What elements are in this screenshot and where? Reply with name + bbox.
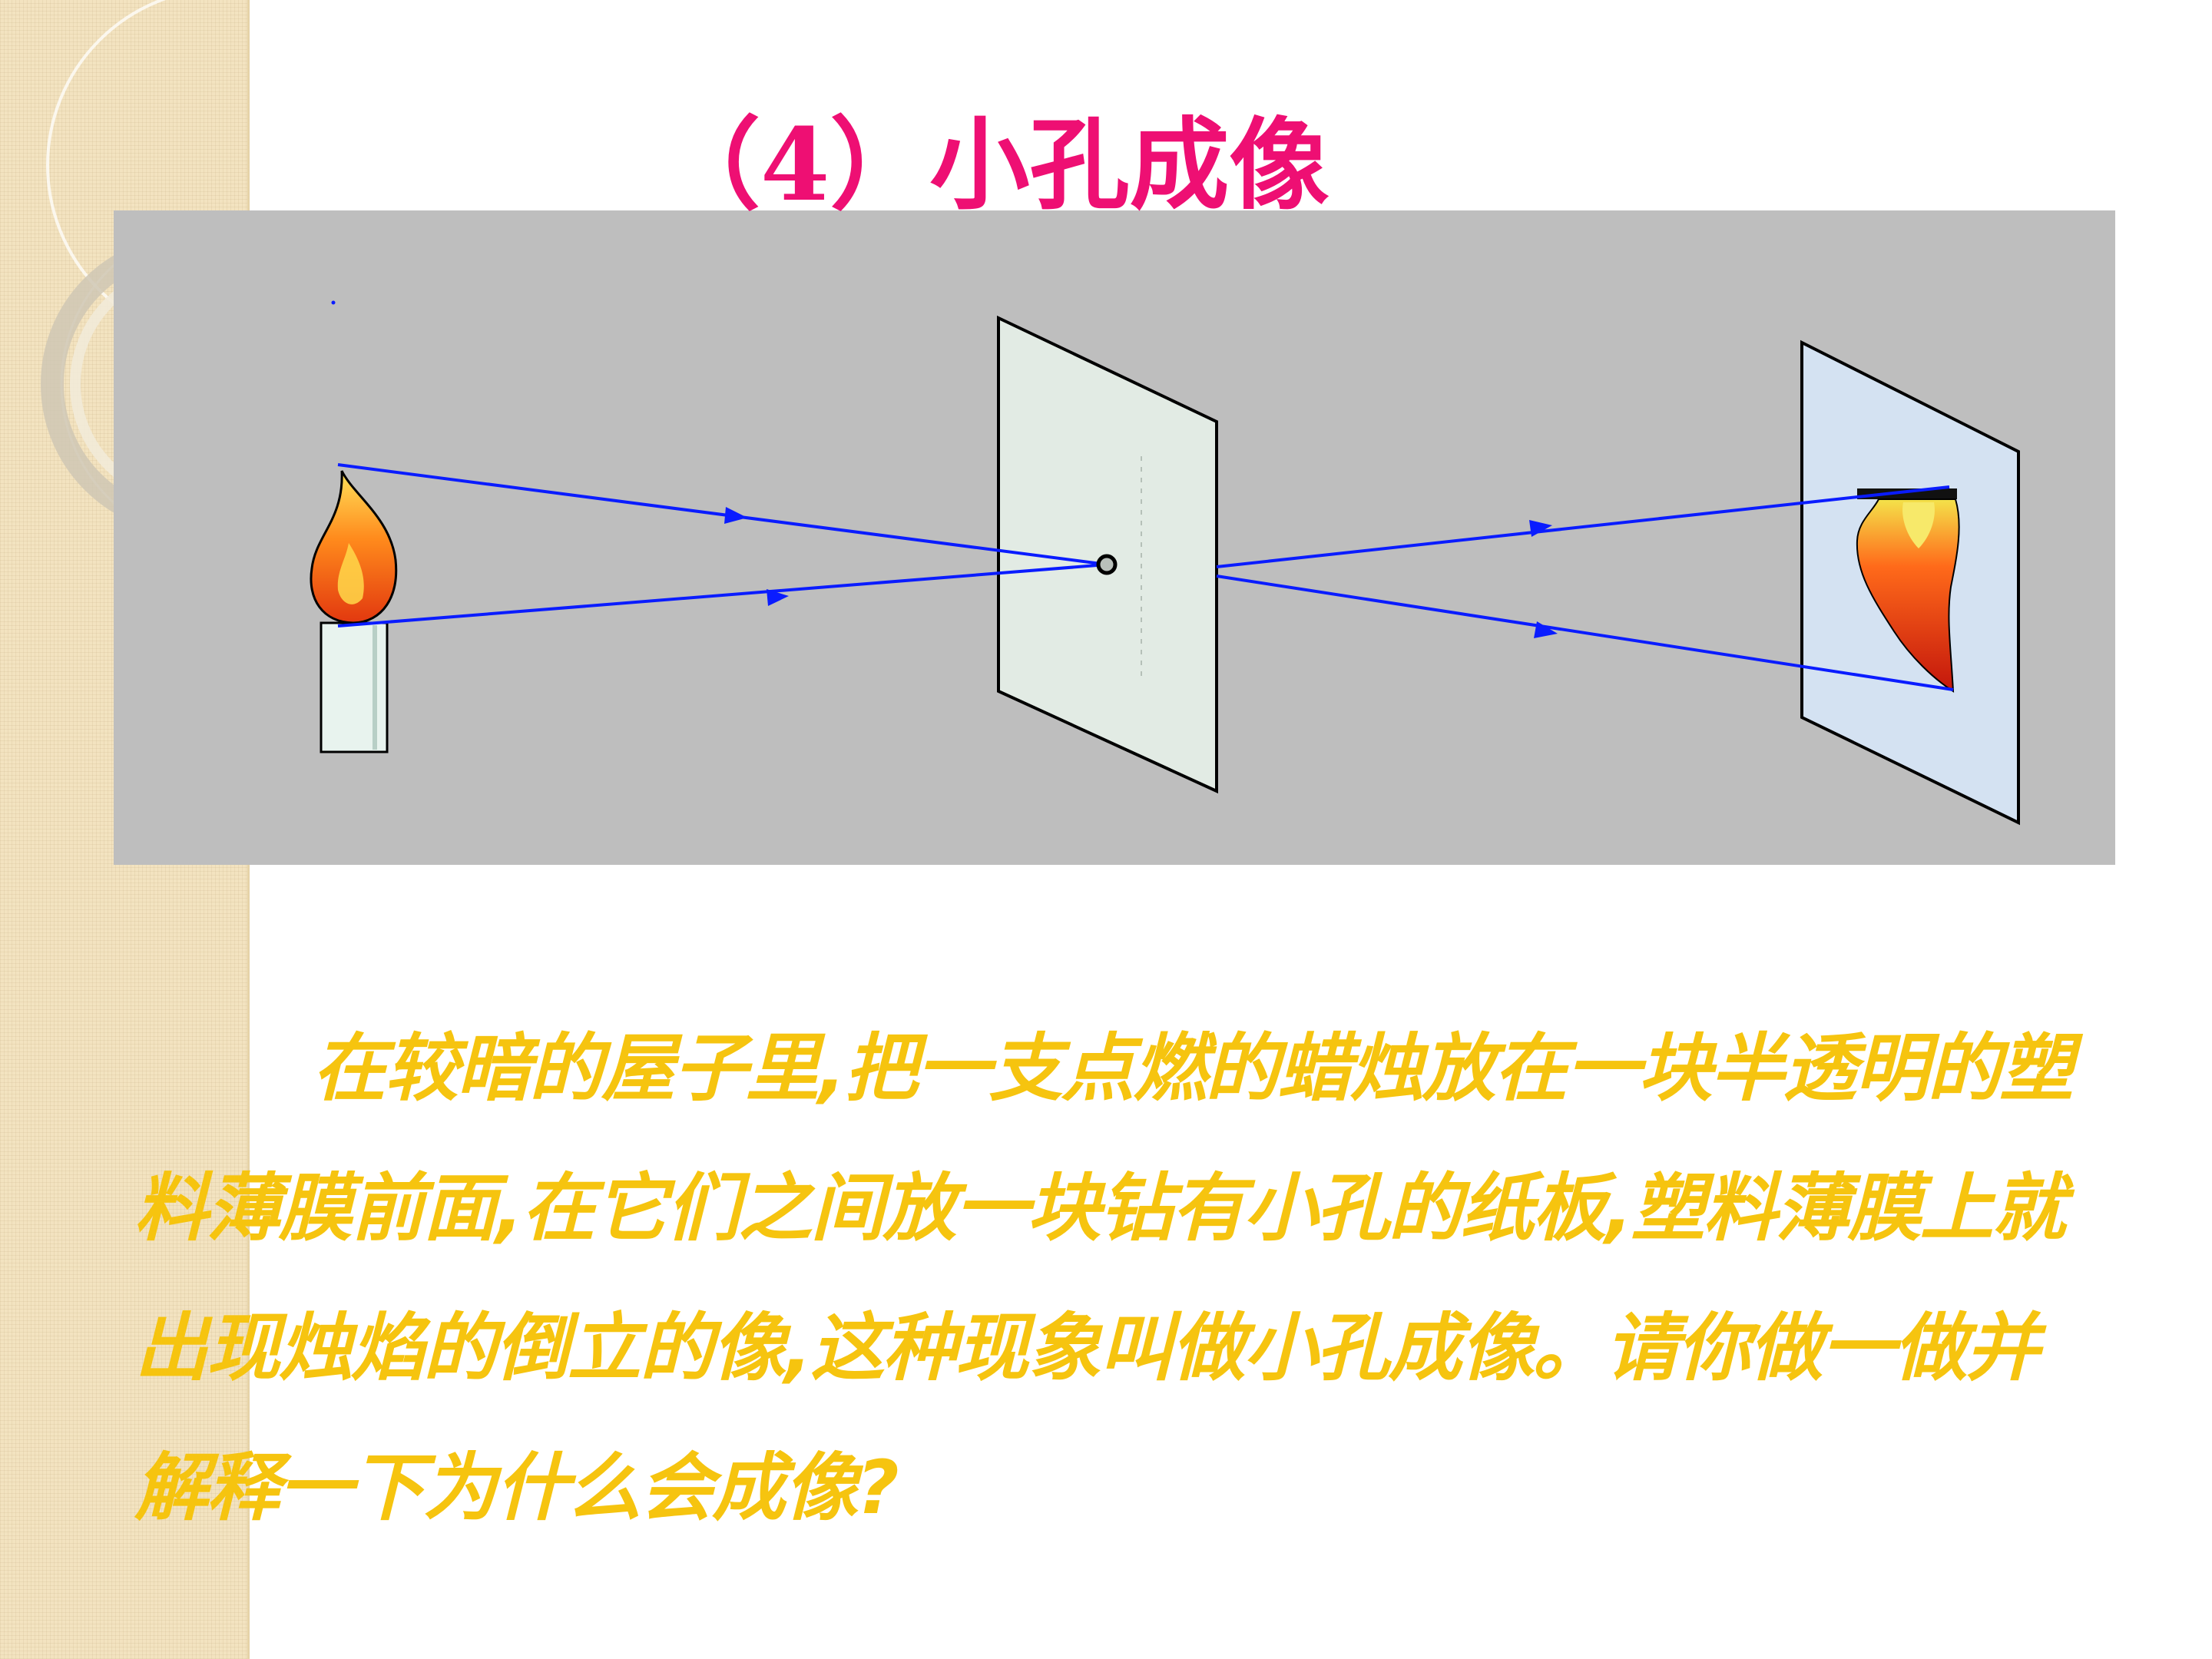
inverted-flame-image (1856, 488, 1960, 693)
ray-arrows (724, 507, 1558, 638)
ray-top-incoming (337, 463, 1108, 566)
pinhole-camera-diagram (114, 210, 2115, 865)
candle-flame (310, 470, 398, 624)
candle-body (320, 621, 389, 753)
ray-bottom-outgoing (1216, 485, 1950, 568)
image-candle-base (1857, 488, 1957, 499)
slide-title: （4）小孔成像 (661, 106, 1330, 224)
candle (310, 470, 398, 753)
ray-bottom-incoming (337, 563, 1108, 628)
image-flame (1856, 498, 1960, 693)
light-rays (337, 463, 1954, 691)
ray-arrow (767, 589, 789, 606)
explanation-paragraph: 在较暗的屋子里,把一支点燃的蜡烛放在一块半透明的塑料薄膜前面,在它们之间放一块钻… (134, 1025, 2073, 1531)
ray-arrow (1534, 621, 1558, 638)
ray-arrow (1529, 520, 1552, 537)
pinhole (1096, 554, 1118, 575)
ray-top-outgoing (1216, 575, 1954, 691)
ray-arrow (724, 507, 747, 524)
